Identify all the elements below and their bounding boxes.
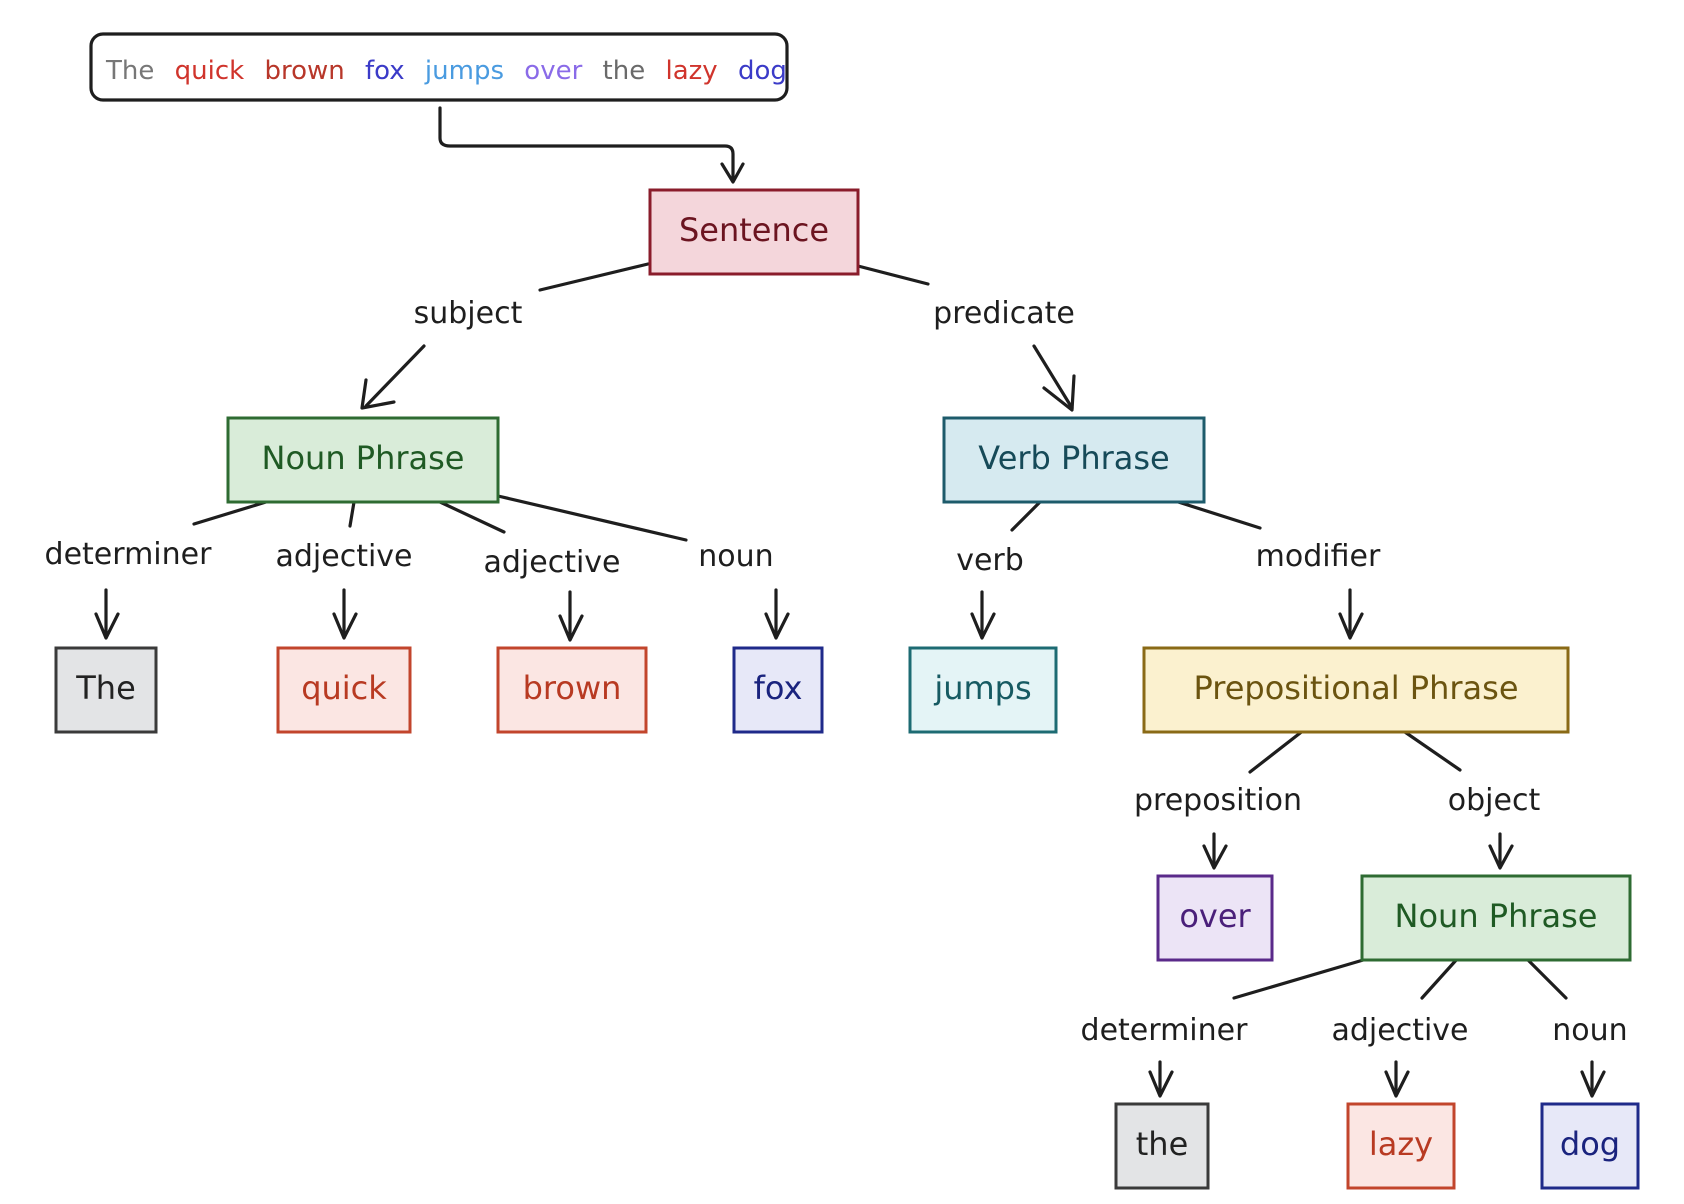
node-word-brown: brown bbox=[496, 646, 648, 734]
sentence-word: dog bbox=[738, 56, 787, 86]
edge-label-noun: noun bbox=[698, 539, 773, 574]
edge-subject bbox=[360, 262, 650, 410]
node-label: Sentence bbox=[679, 211, 829, 249]
edge-label-determiner: determiner bbox=[45, 537, 213, 572]
edge-object bbox=[1400, 728, 1514, 870]
node-prepositional-phrase: Prepositional Phrase bbox=[1142, 646, 1570, 734]
edge-noun-2 bbox=[1524, 956, 1606, 1098]
edge-label-predicate: predicate bbox=[933, 296, 1075, 331]
sentence-word: lazy bbox=[665, 56, 717, 86]
node-verb-phrase: Verb Phrase bbox=[942, 416, 1206, 504]
node-word-quick: quick bbox=[276, 646, 412, 734]
edge-determiner-1 bbox=[94, 500, 268, 640]
node-label: jumps bbox=[933, 669, 1031, 707]
sentence-word: over bbox=[524, 56, 582, 86]
node-label: quick bbox=[301, 669, 387, 707]
node-sentence: Sentence bbox=[648, 188, 860, 276]
sentence-word: the bbox=[603, 56, 646, 86]
edge-predicate bbox=[856, 264, 1076, 412]
node-label: the bbox=[1136, 1125, 1189, 1163]
edge-adjective-2 bbox=[438, 500, 584, 642]
edge-noun-1 bbox=[496, 494, 790, 640]
edge-label-adjective: adjective bbox=[483, 545, 620, 580]
node-label: Noun Phrase bbox=[1395, 897, 1598, 935]
edge-modifier bbox=[1170, 498, 1364, 640]
node-label: fox bbox=[754, 669, 803, 707]
input-connector bbox=[438, 106, 745, 184]
edge-label-verb: verb bbox=[956, 543, 1024, 578]
node-word-dog: dog bbox=[1540, 1102, 1640, 1190]
node-label: dog bbox=[1560, 1125, 1620, 1163]
edge-label-adjective: adjective bbox=[275, 539, 412, 574]
node-word-over: over bbox=[1156, 874, 1274, 962]
sentence-word: brown bbox=[264, 56, 344, 86]
edge-determiner-2 bbox=[1148, 956, 1372, 1098]
edge-adjective-3 bbox=[1384, 956, 1460, 1098]
edge-label-subject: subject bbox=[414, 296, 523, 331]
node-label: Verb Phrase bbox=[978, 439, 1169, 477]
edge-preposition bbox=[1202, 728, 1306, 870]
node-noun-phrase: Noun Phrase bbox=[1360, 874, 1632, 962]
edge-label-modifier: modifier bbox=[1256, 539, 1381, 574]
node-label: over bbox=[1179, 897, 1251, 935]
edge-label-preposition: preposition bbox=[1134, 783, 1302, 818]
node-word-fox: fox bbox=[732, 646, 824, 734]
edge-verb bbox=[970, 500, 1042, 640]
edge-label-noun: noun bbox=[1552, 1013, 1627, 1048]
node-label: The bbox=[75, 669, 136, 707]
node-word-lazy: lazy bbox=[1346, 1102, 1456, 1190]
edge-label-determiner: determiner bbox=[1081, 1013, 1249, 1048]
node-label: lazy bbox=[1369, 1125, 1433, 1163]
node-word-the: the bbox=[1114, 1102, 1210, 1190]
node-noun-phrase: Noun Phrase bbox=[226, 416, 500, 504]
edge-adjective-1 bbox=[332, 500, 358, 640]
node-word-jumps: jumps bbox=[908, 646, 1058, 734]
sentence-word: jumps bbox=[424, 56, 504, 86]
sentence-word: quick bbox=[175, 56, 245, 86]
node-label: Prepositional Phrase bbox=[1194, 669, 1519, 707]
node-label: brown bbox=[523, 669, 622, 707]
node-label: Noun Phrase bbox=[262, 439, 465, 477]
node-word-the: The bbox=[54, 646, 158, 734]
edge-label-object: object bbox=[1448, 783, 1541, 818]
edge-label-adjective: adjective bbox=[1331, 1013, 1468, 1048]
sentence-word: The bbox=[105, 56, 154, 86]
sentence-text: The quick brown fox jumps over the lazy … bbox=[105, 56, 787, 86]
sentence-word: fox bbox=[365, 56, 405, 86]
sentence-input-box: The quick brown fox jumps over the lazy … bbox=[89, 32, 789, 102]
